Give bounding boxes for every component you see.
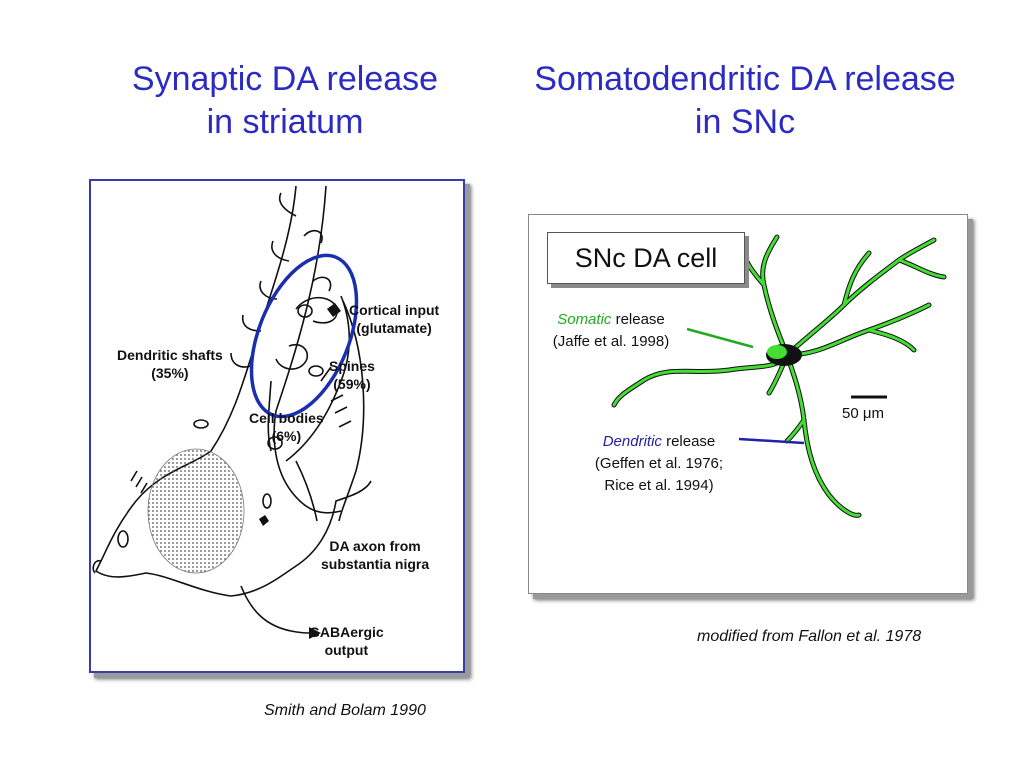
spine-highlight-ellipse <box>249 253 359 419</box>
title-right: Somatodendritic DA release in SNc <box>495 58 995 144</box>
snc-neuron-drawing <box>611 234 947 518</box>
neuron-fill <box>612 235 946 517</box>
title-left-line1: Synaptic DA release <box>131 60 439 98</box>
dendritic-pointer-line <box>738 437 805 445</box>
scale-bar-label: 50 μm <box>842 405 884 422</box>
cell-bodies-label: Cell bodies (6%) <box>249 410 324 444</box>
somatic-pointer-line <box>686 327 754 349</box>
gaba-output-label: GABAergic output <box>309 624 384 658</box>
citation-right: modified from Fallon et al. 1978 <box>697 628 922 645</box>
cortical-input-label: Cortical input (glutamate) <box>349 302 440 336</box>
title-left-line2: in striatum <box>206 103 364 141</box>
snc-da-cell-label-box: SNc DA cell <box>547 232 745 284</box>
title-left: Synaptic DA release in striatum <box>90 58 480 144</box>
soma-fill <box>767 345 787 359</box>
title-right-line1: Somatodendritic DA release <box>534 60 956 98</box>
spines-label: Spines (59%) <box>329 358 375 392</box>
somatic-release-label: Somatic release (Jaffe et al. 1998) <box>552 311 670 350</box>
striatum-figure-panel: Cortical input (glutamate) Dendritic sha… <box>89 179 465 673</box>
striatal-neuron-drawing <box>92 185 372 639</box>
title-right-line2: in SNc <box>694 103 796 141</box>
da-axon-label: DA axon from substantia nigra <box>321 538 430 572</box>
dendritic-release-label: Dendritic release (Geffen et al. 1976; R… <box>594 433 724 494</box>
snc-figure-panel: SNc DA cell Somatic release (Jaffe et al… <box>528 214 968 594</box>
dendritic-shafts-label: Dendritic shafts (35%) <box>117 347 223 381</box>
citation-left: Smith and Bolam 1990 <box>264 702 426 719</box>
